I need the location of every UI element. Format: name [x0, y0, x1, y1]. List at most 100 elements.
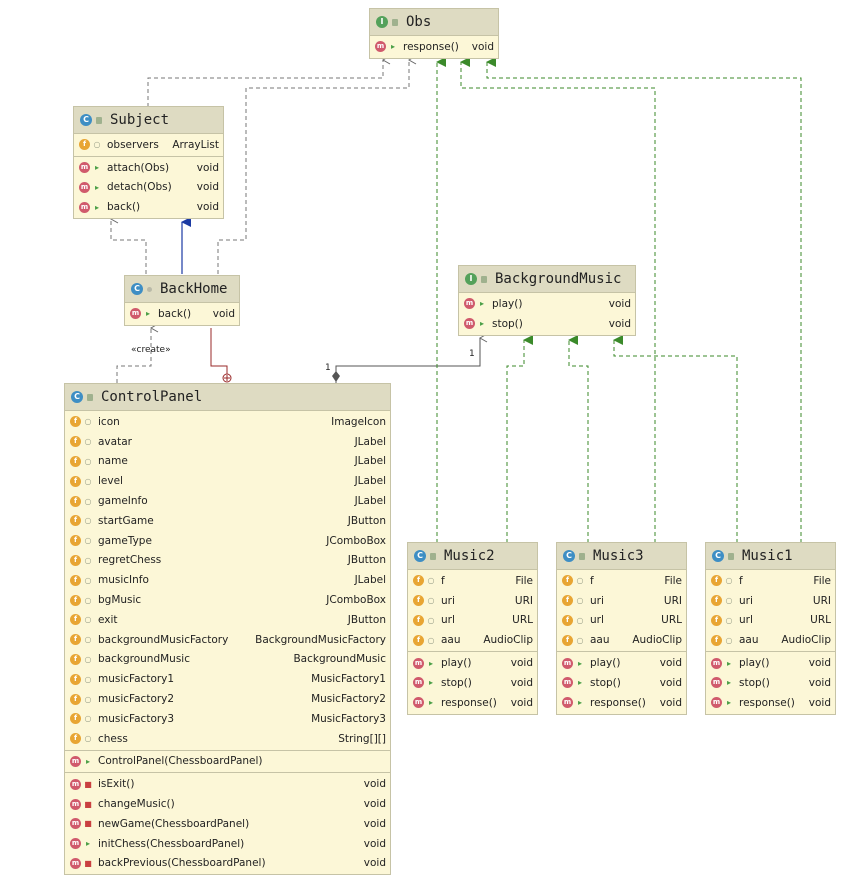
- method-row[interactable]: m▸response()void: [557, 693, 686, 713]
- member-name: gameType: [98, 534, 152, 547]
- method-row[interactable]: m▸stop()void: [459, 314, 635, 334]
- method-row[interactable]: m▸back()void: [74, 197, 223, 217]
- method-row[interactable]: m▸back()void: [125, 304, 239, 324]
- method-icon: m: [413, 677, 424, 689]
- field-icon: f: [711, 634, 722, 646]
- class-visibility-icon: [430, 552, 436, 560]
- method-row[interactable]: m▸stop()void: [706, 673, 835, 693]
- member-name: level: [98, 475, 123, 488]
- method-row[interactable]: m▸stop()void: [557, 673, 686, 693]
- method-row[interactable]: m▸attach(Obs)void: [74, 158, 223, 178]
- public-visibility-icon: ▸: [479, 319, 484, 329]
- edge-controlpanel-bgmusic: [335, 333, 488, 383]
- member-name: f: [739, 574, 743, 587]
- field-icon: f: [70, 554, 81, 566]
- section-constructors: m▸ControlPanel(ChessboardPanel): [65, 751, 390, 774]
- member-name: url: [590, 614, 604, 627]
- method-row[interactable]: m▸play()void: [706, 653, 835, 673]
- member-type: void: [659, 657, 682, 670]
- method-row[interactable]: m▸response()void: [706, 693, 835, 713]
- member-name: avatar: [98, 435, 132, 448]
- field-icon: f: [413, 634, 424, 646]
- field-icon: f: [413, 595, 424, 607]
- package-visibility-icon: ○: [427, 596, 435, 606]
- method-row[interactable]: m▸response()void: [370, 37, 498, 57]
- method-row[interactable]: m■newGame(ChessboardPanel)void: [65, 814, 390, 834]
- method-icon: m: [70, 755, 81, 767]
- member-type: void: [808, 657, 831, 670]
- member-name: url: [739, 614, 753, 627]
- method-row[interactable]: m▸response()void: [408, 693, 537, 713]
- method-row[interactable]: m■changeMusic()void: [65, 794, 390, 814]
- class-icon: C: [712, 550, 724, 562]
- method-row[interactable]: m▸play()void: [408, 653, 537, 673]
- member-name: stop(): [492, 317, 523, 330]
- method-row[interactable]: m▸stop()void: [408, 673, 537, 693]
- public-visibility-icon: ▸: [577, 698, 582, 708]
- method-row[interactable]: m■isExit()void: [65, 774, 390, 794]
- method-row[interactable]: m▸detach(Obs)void: [74, 178, 223, 198]
- package-visibility-icon: ○: [576, 615, 584, 625]
- public-visibility-icon: ▸: [145, 309, 150, 319]
- member-name: response(): [590, 696, 646, 709]
- public-visibility-icon: ▸: [428, 678, 433, 688]
- method-row[interactable]: m■backPrevious(ChessboardPanel)void: [65, 854, 390, 874]
- edge-controlpanel-create-backhome: [116, 323, 159, 383]
- member-type: AudioClip: [781, 634, 831, 647]
- member-name: musicFactory1: [98, 673, 175, 686]
- method-row[interactable]: m▸initChess(ChessboardPanel)void: [65, 834, 390, 854]
- public-visibility-icon: ▸: [94, 163, 99, 173]
- class-icon: C: [414, 550, 426, 562]
- method-row[interactable]: m▸ControlPanel(ChessboardPanel): [65, 752, 390, 772]
- method-icon: m: [70, 818, 81, 830]
- method-row[interactable]: m▸play()void: [459, 294, 635, 314]
- field-icon: f: [711, 595, 722, 607]
- member-type: JButton: [347, 514, 386, 527]
- method-icon: m: [464, 318, 475, 330]
- field-icon: f: [413, 575, 424, 587]
- method-row[interactable]: m▸play()void: [557, 653, 686, 673]
